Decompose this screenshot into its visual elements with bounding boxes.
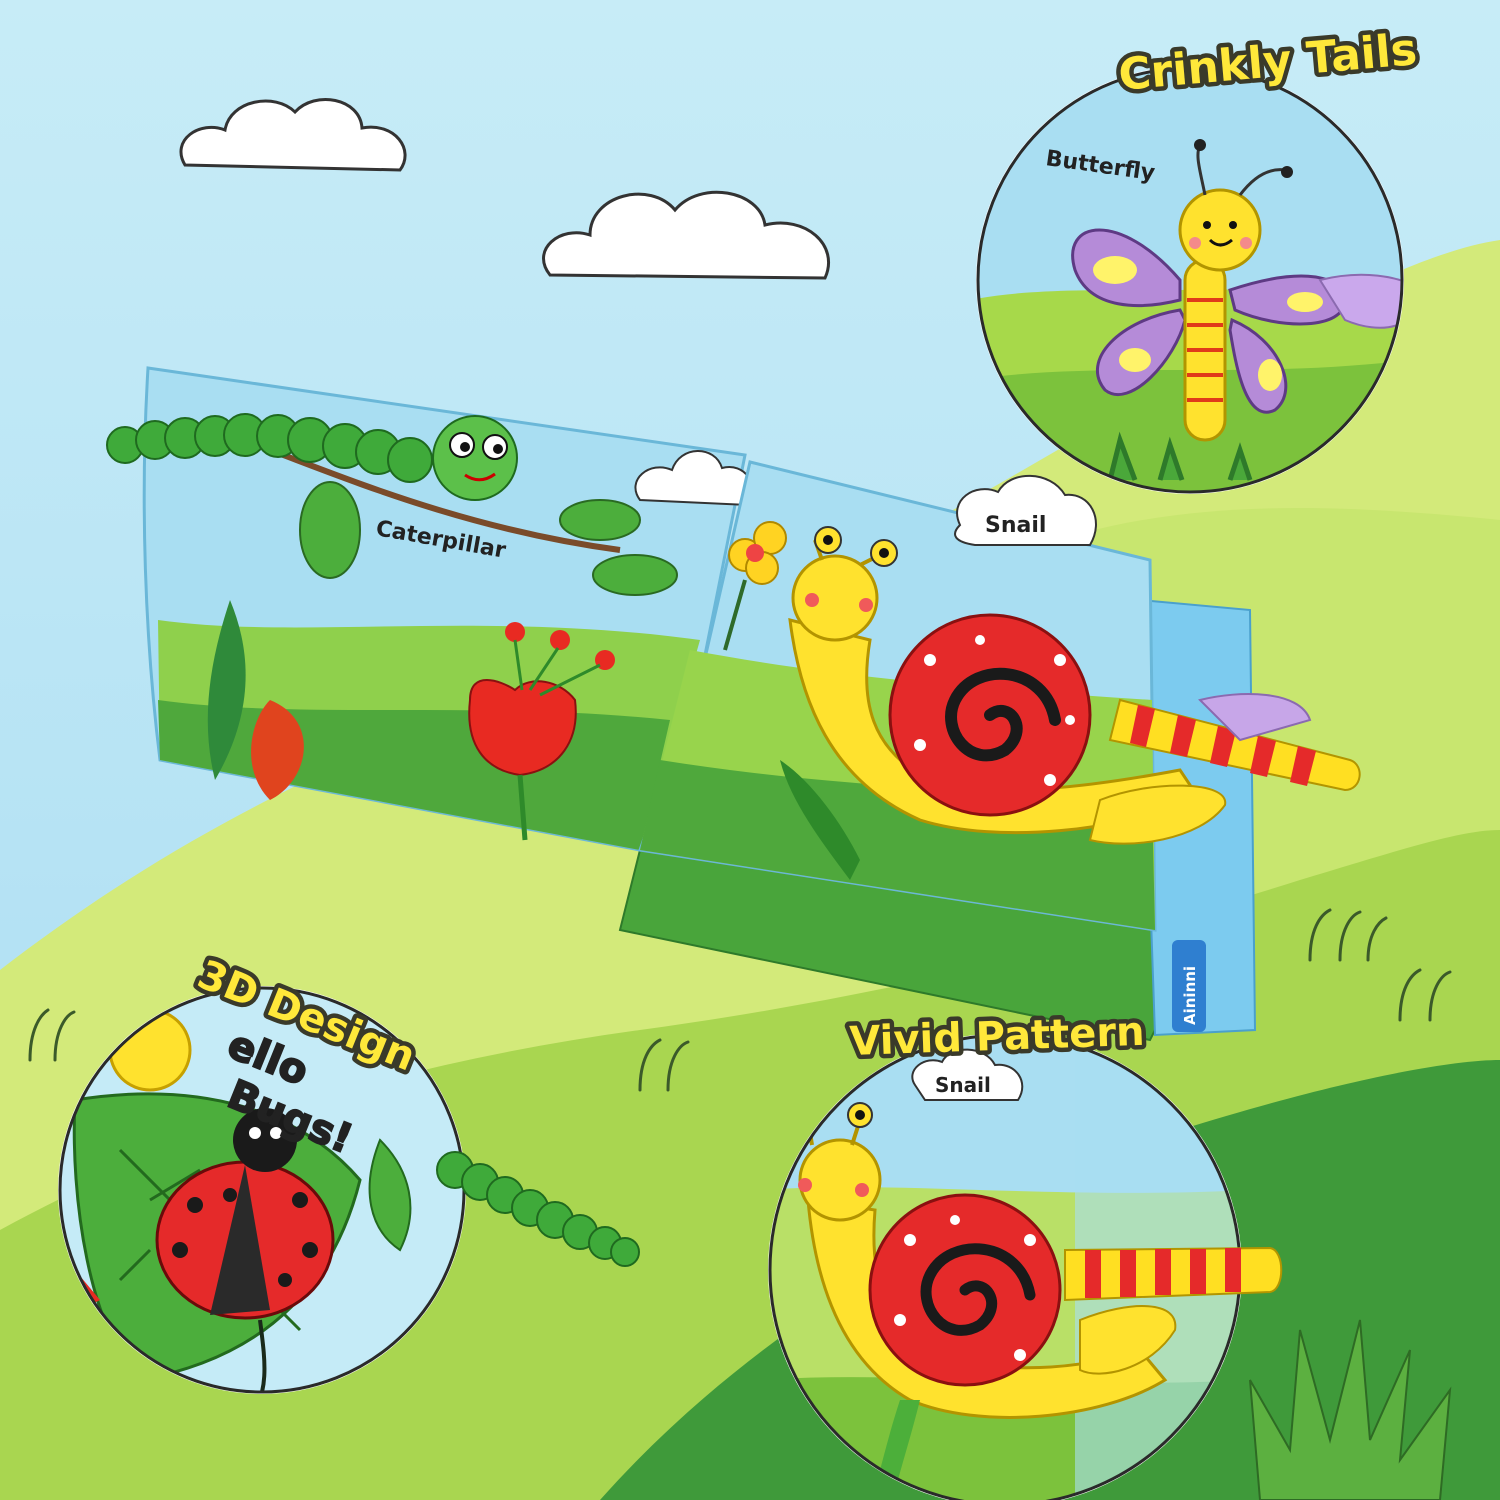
tulip-flower xyxy=(468,679,577,777)
inset-snail: Snail xyxy=(768,1033,1283,1500)
snail-cloud xyxy=(954,474,1097,546)
cloud-center xyxy=(542,190,831,280)
snail-head xyxy=(798,1138,882,1222)
crinkly-tail-striped xyxy=(1064,1246,1283,1302)
inset-butterfly: Butterfly xyxy=(976,66,1404,494)
leaf xyxy=(559,499,641,541)
leaf xyxy=(299,481,361,579)
shell-spiral xyxy=(920,1243,1036,1336)
fern xyxy=(207,600,246,780)
leaf xyxy=(592,554,678,596)
inset-snail-label: Snail xyxy=(935,1073,991,1097)
snail-cloud xyxy=(911,1048,1024,1101)
caterpillar-tail xyxy=(436,1151,640,1267)
snail-label: Snail xyxy=(985,513,1046,538)
butterfly-head xyxy=(1178,188,1262,272)
cloth-book: Aininni Caterpillar xyxy=(106,366,1361,1042)
shell-spiral xyxy=(945,667,1061,762)
leaf-red xyxy=(251,700,304,800)
snail-head xyxy=(791,554,879,642)
grass-tuft xyxy=(1249,1319,1452,1500)
flower-center xyxy=(746,544,764,562)
inset-ladybug: ello Bugs! xyxy=(58,986,640,1394)
brand-tag xyxy=(1172,940,1206,1032)
crinkly-tail-purple xyxy=(1318,273,1402,329)
crinkly-tail-striped xyxy=(1108,698,1361,792)
ladybug-head xyxy=(233,1108,297,1172)
crinkly-tail-yellow xyxy=(1088,784,1227,845)
cloud-left xyxy=(179,98,407,172)
branch xyxy=(268,447,621,553)
brand-label: Aininni xyxy=(1181,966,1199,1025)
crinkly-tail-purple xyxy=(1198,693,1312,742)
